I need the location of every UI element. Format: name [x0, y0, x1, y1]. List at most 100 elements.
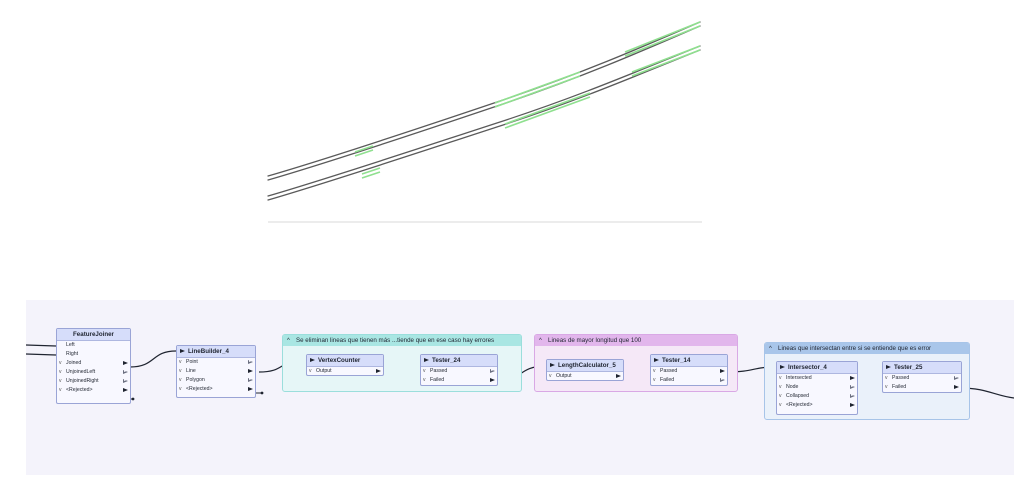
output-arrow-icon[interactable]	[850, 376, 855, 380]
input-arrow-icon[interactable]	[886, 365, 891, 369]
chevron-down-icon[interactable]: v	[59, 378, 62, 384]
chevron-up-icon[interactable]: ^	[539, 338, 542, 344]
output-port[interactable]: v Joined	[57, 359, 130, 368]
output-arrow-icon[interactable]	[850, 403, 855, 407]
transformer-title: Intersector_4	[788, 364, 827, 371]
chevron-down-icon[interactable]: v	[59, 369, 62, 375]
output-arrow-icon[interactable]	[123, 379, 128, 383]
output-port[interactable]: v UnjoinedLeft	[57, 368, 130, 377]
chevron-down-icon[interactable]: v	[59, 387, 62, 393]
output-arrow-icon[interactable]	[850, 394, 855, 398]
port-label: UnjoinedLeft	[66, 369, 96, 375]
output-port[interactable]: v<Rejected>	[177, 385, 255, 394]
output-arrow-icon[interactable]	[248, 387, 253, 391]
workspace-canvas[interactable]: ^Se eliminan lineas que tienen más ...ti…	[26, 300, 1014, 475]
chevron-down-icon[interactable]: v	[653, 368, 656, 374]
input-arrow-icon[interactable]	[780, 365, 785, 369]
port-label: Left	[66, 342, 75, 348]
input-port[interactable]: Right	[57, 350, 130, 359]
input-arrow-icon[interactable]	[310, 358, 315, 362]
input-arrow-icon[interactable]	[654, 358, 659, 362]
transformer-vertexcounter[interactable]: VertexCounter v Output	[306, 354, 384, 376]
input-arrow-icon[interactable]	[550, 363, 555, 367]
output-arrow-icon[interactable]	[248, 378, 253, 382]
chevron-down-icon[interactable]: v	[179, 377, 182, 383]
port-label: Joined	[66, 360, 82, 366]
chevron-down-icon[interactable]: v	[423, 368, 426, 374]
chevron-down-icon[interactable]: v	[779, 375, 782, 381]
output-arrow-icon[interactable]	[954, 385, 959, 389]
output-port[interactable]: v <Rejected>	[57, 386, 130, 395]
output-arrow-icon[interactable]	[616, 374, 621, 378]
output-port[interactable]: v<Rejected>	[777, 401, 857, 410]
chevron-down-icon[interactable]: v	[885, 375, 888, 381]
port-label: Passed	[892, 375, 910, 381]
input-arrow-icon[interactable]	[180, 349, 185, 353]
output-arrow-icon[interactable]	[376, 369, 381, 373]
transformer-header: VertexCounter	[307, 355, 383, 367]
bookmark-header[interactable]: ^Lineas de mayor longitud que 100	[535, 335, 737, 346]
line-pair-upper	[267, 21, 701, 181]
port-label: <Rejected>	[66, 387, 93, 393]
input-port[interactable]: Left	[57, 341, 130, 350]
geometry-preview	[267, 21, 702, 223]
output-arrow-icon[interactable]	[954, 376, 959, 380]
port-label: Collapsed	[786, 393, 810, 399]
chevron-down-icon[interactable]: v	[885, 384, 888, 390]
output-port[interactable]: v Failed	[651, 376, 727, 385]
output-arrow-icon[interactable]	[248, 360, 253, 364]
output-port[interactable]: v Collapsed	[777, 392, 857, 401]
output-arrow-icon[interactable]	[720, 369, 725, 373]
chevron-up-icon[interactable]: ^	[287, 338, 290, 344]
output-port[interactable]: v Output	[307, 367, 383, 376]
port-label: Output	[316, 368, 332, 374]
chevron-down-icon[interactable]: v	[779, 384, 782, 390]
output-arrow-icon[interactable]	[123, 370, 128, 374]
chevron-down-icon[interactable]: v	[653, 377, 656, 383]
port-label: Failed	[660, 377, 675, 383]
chevron-down-icon[interactable]: v	[423, 377, 426, 383]
output-port[interactable]: v Passed	[883, 374, 961, 383]
chevron-down-icon[interactable]: v	[309, 368, 312, 374]
chevron-down-icon[interactable]: v	[779, 393, 782, 399]
output-arrow-icon[interactable]	[850, 385, 855, 389]
output-arrow-icon[interactable]	[490, 369, 495, 373]
transformer-header: LengthCalculator_5	[547, 360, 623, 372]
output-arrow-icon[interactable]	[123, 361, 128, 365]
chevron-down-icon[interactable]: v	[179, 359, 182, 365]
chevron-down-icon[interactable]: v	[179, 368, 182, 374]
input-arrow-icon[interactable]	[424, 358, 429, 362]
output-port[interactable]: v UnjoinedRight	[57, 377, 130, 386]
port-label: UnjoinedRight	[66, 378, 99, 384]
transformer-title: FeatureJoiner	[57, 329, 130, 341]
chevron-down-icon[interactable]: v	[59, 360, 62, 366]
transformer-title: LineBuilder_4	[188, 348, 229, 355]
bookmark-header[interactable]: ^Lineas que intersectan entre si se enti…	[765, 343, 969, 354]
chevron-down-icon[interactable]: v	[779, 402, 782, 408]
chevron-up-icon[interactable]: ^	[769, 346, 772, 352]
chevron-down-icon[interactable]: v	[179, 386, 182, 392]
output-arrow-icon[interactable]	[720, 378, 725, 382]
output-arrow-icon[interactable]	[123, 388, 128, 392]
output-arrow-icon[interactable]	[248, 369, 253, 373]
output-arrow-icon[interactable]	[490, 378, 495, 382]
bookmark-header[interactable]: ^Se eliminan lineas que tienen más ...ti…	[283, 335, 521, 346]
chevron-down-icon[interactable]: v	[549, 373, 552, 379]
